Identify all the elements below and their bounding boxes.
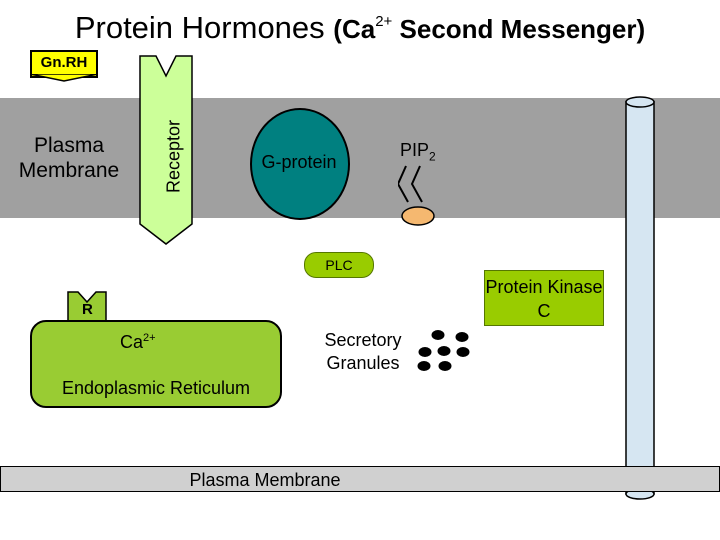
granule <box>437 346 451 356</box>
calcium-label-base: Ca <box>120 332 144 352</box>
granule <box>456 347 470 357</box>
gprotein-circle <box>250 108 350 220</box>
pip2-label-sub: 2 <box>429 149 436 164</box>
endoplasmic-reticulum <box>30 320 282 408</box>
plasma-membrane-bottom <box>0 466 720 492</box>
gnrh-notch-shape <box>30 74 98 82</box>
er-receptor-label: R <box>82 301 93 318</box>
granule <box>417 361 431 371</box>
granule <box>431 330 445 340</box>
page-title: Protein Hormones (Ca2+ Second Messenger) <box>0 10 720 46</box>
calcium-label-sup: 2+ <box>143 332 156 344</box>
endoplasmic-reticulum-label: Endoplasmic Reticulum <box>61 378 251 398</box>
plc-enzyme: PLC <box>304 252 374 278</box>
pip2-label-base: PIP <box>400 140 430 160</box>
title-main: Protein Hormones <box>74 10 325 45</box>
granule <box>438 361 452 371</box>
secretory-granules-label: Secretory Granules <box>324 330 402 373</box>
calcium-label: Ca2+ <box>120 332 156 353</box>
secretory-granules <box>417 330 470 371</box>
ion-channel <box>625 96 655 500</box>
title-superscript: 2+ <box>375 13 393 30</box>
receptor-label-wrap: Receptor <box>163 112 185 202</box>
title-paren-rest: Second Messenger) <box>392 14 646 44</box>
pip2-molecule <box>398 165 435 226</box>
pip2-label: PIP2 <box>400 140 436 164</box>
receptor-shape <box>139 55 193 245</box>
granule <box>418 347 432 357</box>
plasma-membrane-bottom-label: Plasma Membrane <box>189 470 341 490</box>
gprotein-label: G-protein <box>261 152 337 172</box>
receptor-label: Receptor <box>163 119 184 194</box>
title-paren-open: (Ca <box>333 14 376 44</box>
plasma-membrane-top-label: Plasma Membrane <box>18 134 120 182</box>
plasma-membrane-top <box>0 98 720 218</box>
granule <box>455 332 469 342</box>
protein-kinase-c: Protein Kinase C <box>484 270 604 326</box>
